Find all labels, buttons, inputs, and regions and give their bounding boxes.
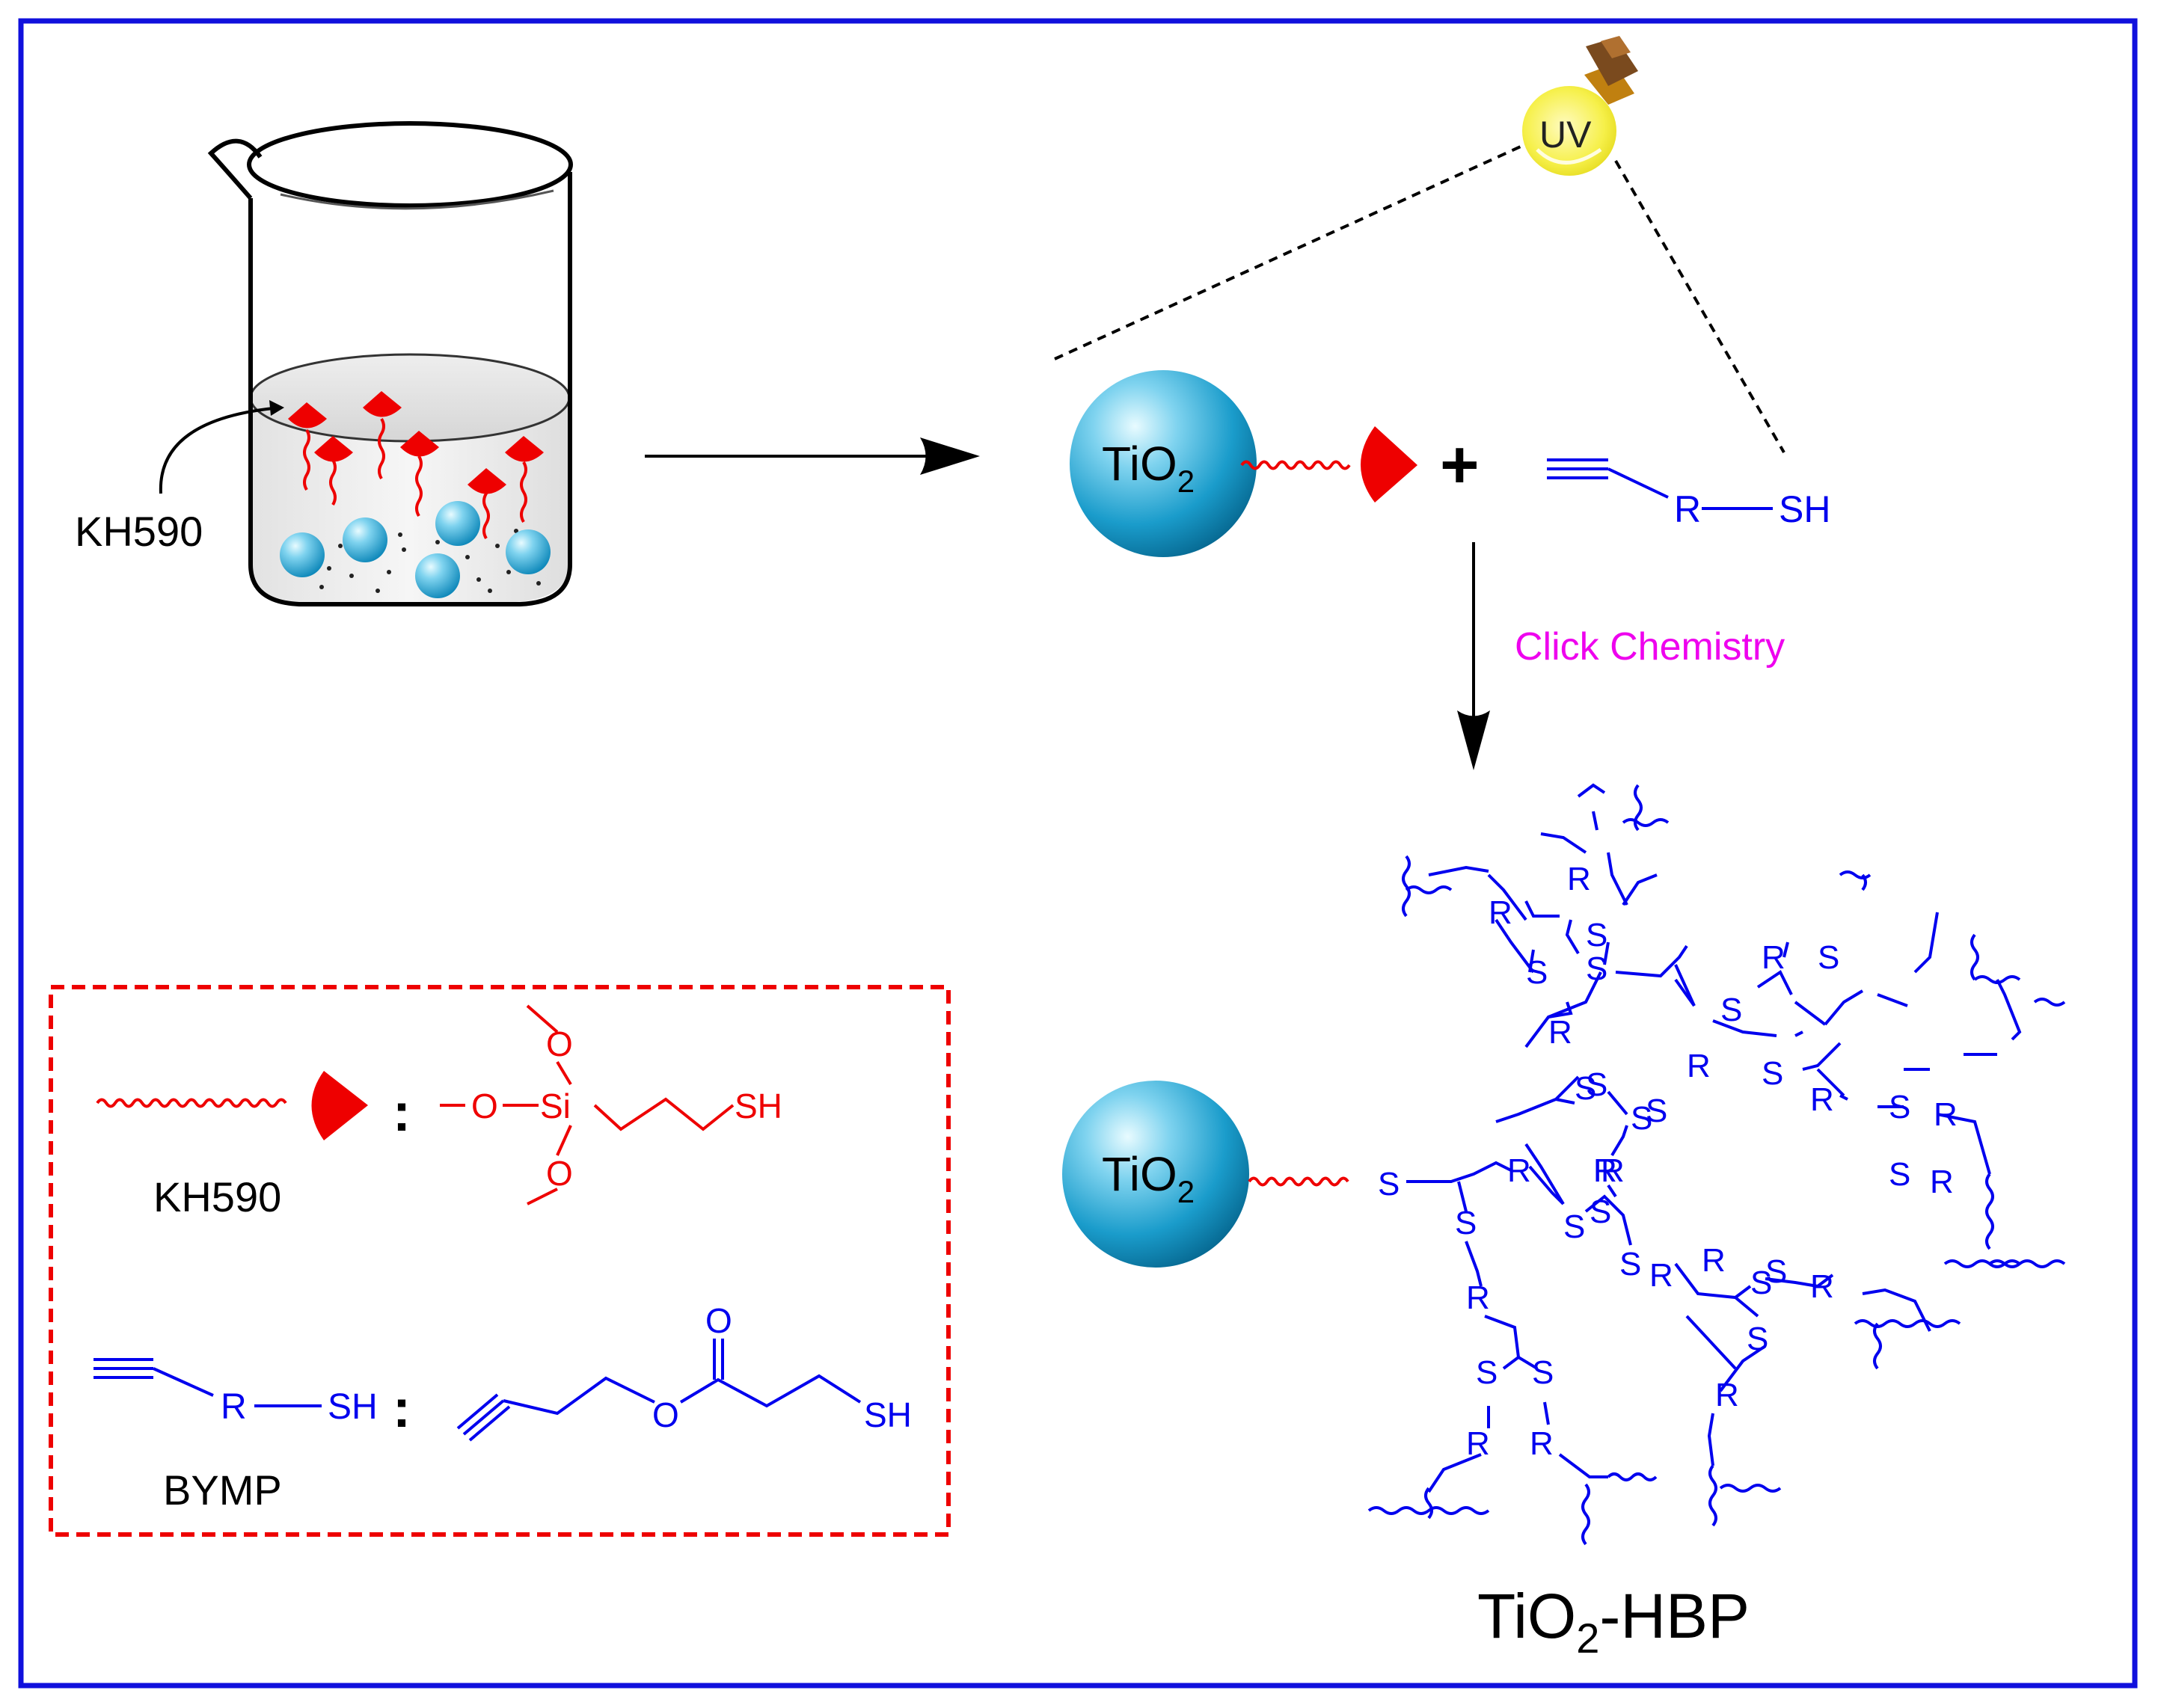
hbp-r: R: [1762, 939, 1785, 976]
hbp-bonds: [1406, 783, 2022, 1493]
kh590-caps: [288, 391, 544, 494]
kh590-cap: [1361, 426, 1417, 503]
legend-separator: :: [393, 1379, 411, 1439]
hbp-r: R: [1810, 1268, 1834, 1305]
hbp-r: R: [1715, 1377, 1739, 1413]
bymp-sh-structure: SH: [864, 1395, 912, 1434]
kh590-atoms: O Si O O SH: [471, 1025, 782, 1193]
click-arrow: [1457, 542, 1490, 770]
kh590-si: Si: [540, 1087, 571, 1125]
hbp-wavy-ends: [1367, 784, 2066, 1546]
tio2-particle: [435, 501, 480, 546]
hbp-s: S: [1889, 1089, 1910, 1125]
legend-separator: :: [393, 1083, 411, 1143]
hbp-r: R: [1466, 1280, 1490, 1316]
plus-sign: +: [1440, 428, 1480, 503]
legend-kh590-cap: [311, 1071, 368, 1140]
legend-bymp-name: BYMP: [163, 1466, 282, 1514]
reagent-sh: SH: [1779, 488, 1830, 530]
hbp-s: S: [1586, 917, 1607, 953]
hbp-s: S: [1526, 954, 1548, 991]
hbp-r: R: [1601, 1152, 1625, 1189]
process-arrow: [645, 437, 980, 475]
hbp-s: S: [1765, 1253, 1787, 1290]
hbp-s: S: [1455, 1205, 1477, 1241]
tio2-particle: [343, 517, 387, 562]
hbp-s: S: [1575, 1070, 1596, 1107]
kh590-tail: [1240, 460, 1351, 470]
reagent-r: R: [1674, 488, 1701, 530]
bymp-structure: [456, 1339, 862, 1442]
legend-kh590-name: KH590: [153, 1173, 281, 1220]
hbp-r: R: [1702, 1242, 1726, 1279]
product-title: TiO2-HBP: [1477, 1581, 1750, 1662]
hbp-r: R: [1530, 1425, 1554, 1462]
beaker: KH590: [75, 121, 573, 606]
hbp-s: S: [1378, 1166, 1400, 1202]
hbp-r: R: [1649, 1257, 1673, 1294]
bymp-o-carbonyl: O: [705, 1301, 732, 1340]
hbp-r: R: [1466, 1425, 1490, 1462]
hbp-s: S: [1586, 950, 1607, 987]
kh590-molecules: [303, 417, 527, 540]
hbp-s: S: [1889, 1156, 1910, 1193]
uv-lamp: UV: [1054, 36, 1785, 453]
bymp-o-ester: O: [652, 1395, 679, 1434]
bymp-sh: SH: [328, 1387, 378, 1427]
hbp-r: R: [1593, 1152, 1617, 1189]
legend-kh590-tail: [96, 1098, 287, 1108]
kh590-structure: [440, 1004, 735, 1205]
legend-box: : O Si O O SH KH590 R SH :: [49, 985, 951, 1537]
hbp-s: S: [1476, 1354, 1498, 1391]
hbp-s: S: [1619, 1246, 1641, 1282]
hbp-atoms: S R S R S S R R S R S R S R S R S S S R …: [1378, 861, 1958, 1462]
bymp-r: R: [221, 1387, 247, 1427]
hbp-r: R: [1548, 1014, 1572, 1051]
bymp-reagent-icon: [94, 1358, 322, 1407]
hbp-r: R: [1567, 861, 1591, 897]
hbp-s: S: [1586, 1066, 1607, 1103]
hbp-s: S: [1590, 1194, 1611, 1230]
alkyne-thiol-reagent: [1547, 458, 1773, 510]
hbp-r: R: [1507, 1152, 1531, 1189]
hbp-s: S: [1532, 1354, 1554, 1391]
tio2-label-main: TiO2: [1102, 437, 1195, 499]
beaker-kh590-label: KH590: [75, 508, 203, 555]
bymp-atoms: O O SH: [652, 1301, 912, 1434]
click-chemistry-label: Click Chemistry: [1515, 625, 1785, 669]
hbp-s: S: [1750, 1265, 1772, 1301]
hbp-s: S: [1646, 1093, 1667, 1129]
hbp-s: S: [1720, 992, 1742, 1028]
hbp-r: R: [1930, 1164, 1954, 1200]
hbp-s: S: [1762, 1055, 1783, 1092]
hbp-s: S: [1747, 1321, 1768, 1357]
tio2-label-product: TiO2: [1102, 1147, 1195, 1209]
outer-frame: [18, 18, 2138, 1689]
kh590-o-top: O: [546, 1025, 573, 1063]
tio2-particle: [415, 553, 460, 598]
hbp-s: S: [1631, 1100, 1652, 1137]
kh590-o-bottom: O: [546, 1154, 573, 1193]
hbp-r: R: [1934, 1096, 1958, 1133]
hbp-r: R: [1687, 1048, 1711, 1084]
modified-tio2: TiO2: [1070, 370, 1417, 557]
hbp-s: S: [1563, 1208, 1585, 1245]
tio2-particle: [506, 529, 551, 574]
kh590-o-left: O: [471, 1087, 498, 1125]
tio2-hbp-product: TiO2: [1062, 783, 2066, 1662]
uv-label: UV: [1539, 114, 1592, 156]
hbp-s: S: [1818, 939, 1839, 976]
hbp-r: R: [1489, 894, 1512, 931]
hbp-r: R: [1810, 1081, 1834, 1118]
tio2-particle: [280, 532, 325, 577]
hbp-r: R: [1593, 1152, 1617, 1189]
kh590-sh: SH: [735, 1087, 782, 1125]
product-kh590-tail: [1248, 1176, 1349, 1187]
